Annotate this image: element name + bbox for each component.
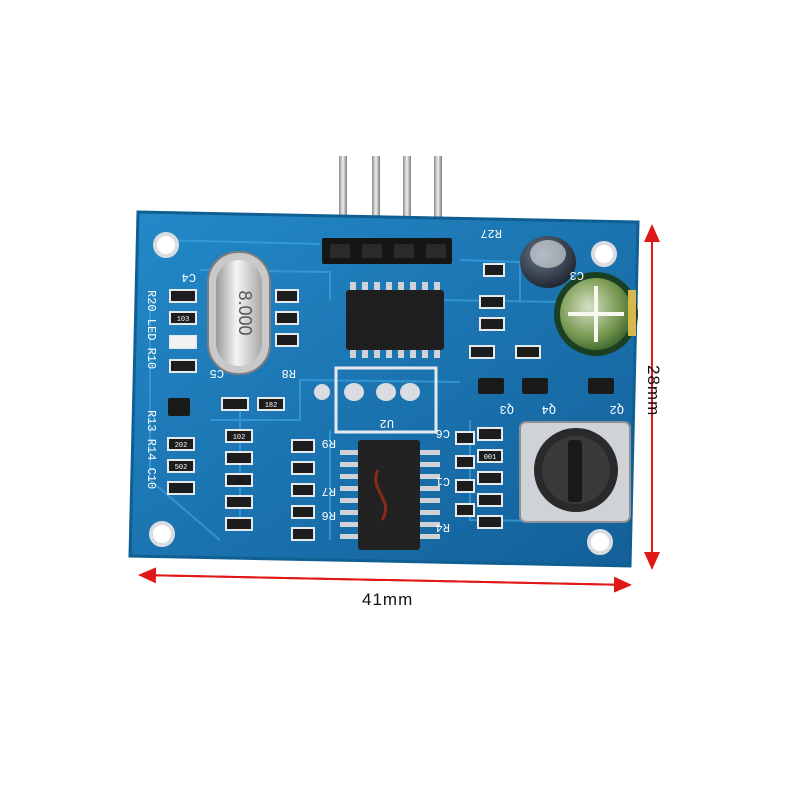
potentiometer[interactable] — [519, 421, 631, 523]
silk-c5: C5 — [210, 366, 224, 380]
smd-code-d: 202 — [175, 442, 188, 450]
mounting-holes — [149, 232, 617, 555]
dimension-width-arrow — [138, 567, 632, 593]
smd-components — [167, 263, 541, 541]
silk-r27: R27 — [480, 226, 502, 240]
silk-r8: R8 — [282, 366, 296, 380]
silk-q4: Q4 — [542, 402, 556, 416]
header-connector — [322, 238, 452, 264]
capacitor-c3 — [520, 236, 576, 288]
capacitor-large — [554, 272, 638, 356]
silk-left-bottom: R13 R14 C10 — [144, 410, 158, 489]
silk-r4: R4 — [436, 520, 450, 534]
silk-r7: R7 — [322, 484, 336, 498]
smd-code-f: 502 — [175, 464, 188, 472]
silk-c4: C4 — [182, 270, 196, 284]
silk-c1: C1 — [436, 474, 450, 488]
led — [169, 335, 197, 349]
ic-chip-main — [346, 282, 444, 358]
crystal-oscillator: 8.000 — [207, 251, 271, 375]
silk-r6: R6 — [322, 508, 336, 522]
ic-chip-u2 — [340, 440, 440, 550]
smd-codes: 103 182 102 202 001 502 — [175, 316, 497, 472]
silk-q3: Q3 — [500, 402, 514, 416]
u2-footprint — [314, 366, 438, 434]
silkscreen: C4 C5 R8 R9 R7 R6 C6 C1 R4 U2 Q2 Q3 Q4 R… — [144, 226, 624, 534]
crystal-marking: 8.000 — [235, 290, 255, 335]
height-dimension-label: 28mm — [644, 365, 663, 417]
transistors — [168, 378, 614, 416]
smd-code-e: 001 — [484, 454, 497, 462]
width-dimension-label: 41mm — [362, 590, 414, 609]
silk-r9: R9 — [322, 436, 336, 450]
silk-left-top: R20 LED R10 — [144, 290, 158, 369]
header-pins — [339, 156, 442, 248]
smd-code-a: 103 — [177, 316, 190, 324]
smd-code-c: 102 — [233, 434, 246, 442]
silk-q2: Q2 — [610, 402, 624, 416]
silk-u2: U2 — [380, 416, 394, 430]
silk-c6: C6 — [436, 426, 450, 440]
silk-c3: C3 — [570, 268, 584, 282]
smd-code-b: 182 — [265, 402, 278, 410]
